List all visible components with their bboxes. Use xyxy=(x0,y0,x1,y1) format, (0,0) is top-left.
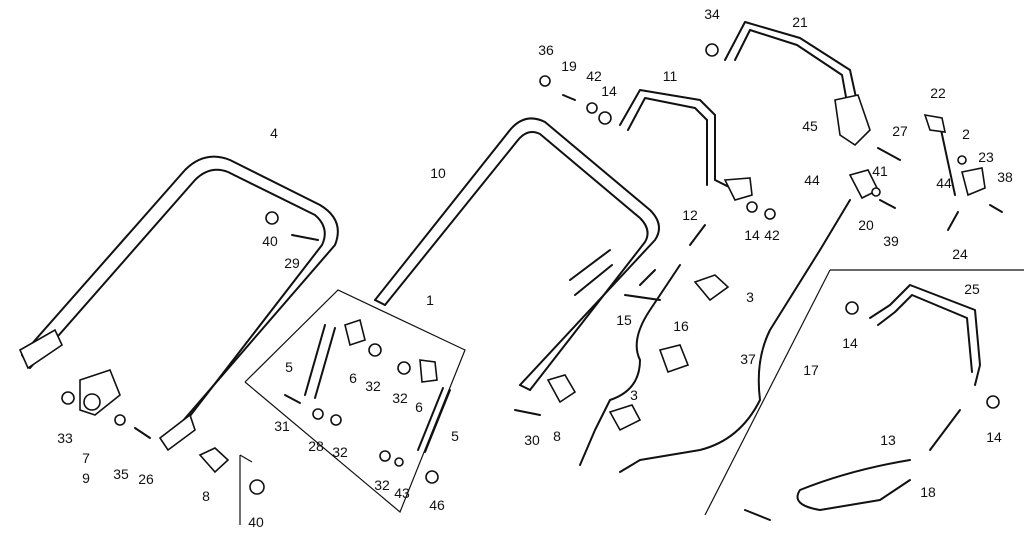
callout-32: 32 xyxy=(332,444,348,460)
callout-7: 7 xyxy=(82,450,90,466)
callout-24: 24 xyxy=(952,246,968,262)
callout-16: 16 xyxy=(673,318,689,334)
callout-6: 6 xyxy=(415,399,423,415)
callout-11: 11 xyxy=(662,68,678,84)
callout-42: 42 xyxy=(764,227,780,243)
callout-12: 12 xyxy=(682,207,698,223)
callout-40: 40 xyxy=(262,233,278,249)
callout-5: 5 xyxy=(285,359,293,375)
callout-23: 23 xyxy=(978,149,994,165)
cables xyxy=(579,199,851,473)
callout-35: 35 xyxy=(113,466,129,482)
callout-22: 22 xyxy=(930,85,946,101)
callout-31: 31 xyxy=(274,418,290,434)
callout-14: 14 xyxy=(986,429,1002,445)
upper-handle-11 xyxy=(539,75,776,220)
callout-38: 38 xyxy=(997,169,1013,185)
callout-14: 14 xyxy=(601,83,617,99)
callout-32: 32 xyxy=(365,378,381,394)
callout-15: 15 xyxy=(616,312,632,328)
callout-8: 8 xyxy=(553,428,561,444)
bail-21 xyxy=(705,21,901,161)
callout-4: 4 xyxy=(270,125,278,141)
control-linkage xyxy=(848,113,1003,231)
kit-1-box xyxy=(244,289,466,513)
callout-1: 1 xyxy=(426,292,434,308)
callout-26: 26 xyxy=(138,471,154,487)
callout-14: 14 xyxy=(842,335,858,351)
callout-32: 32 xyxy=(374,477,390,493)
callout-36: 36 xyxy=(538,42,554,58)
bail-25 xyxy=(744,284,1000,521)
callout-33: 33 xyxy=(57,430,73,446)
callout-6: 6 xyxy=(349,370,357,386)
callout-9: 9 xyxy=(82,470,90,486)
hardware-left xyxy=(61,211,319,525)
callout-39: 39 xyxy=(883,233,899,249)
callout-34: 34 xyxy=(704,6,720,22)
callout-42: 42 xyxy=(586,68,602,84)
callout-19: 19 xyxy=(561,58,577,74)
callout-46: 46 xyxy=(429,497,445,513)
callout-41: 41 xyxy=(872,163,888,179)
callout-44: 44 xyxy=(804,172,820,188)
lower-handle-10 xyxy=(374,117,660,416)
callout-43: 43 xyxy=(394,485,410,501)
callout-13: 13 xyxy=(880,432,896,448)
callout-14: 14 xyxy=(744,227,760,243)
callout-2: 2 xyxy=(962,126,970,142)
callout-17: 17 xyxy=(803,362,819,378)
callout-21: 21 xyxy=(792,14,808,30)
callout-10: 10 xyxy=(430,165,446,181)
upper-handle-4 xyxy=(18,155,339,452)
callout-40: 40 xyxy=(248,514,264,530)
callout-28: 28 xyxy=(308,438,324,454)
callout-30: 30 xyxy=(524,432,540,448)
callout-29: 29 xyxy=(284,255,300,271)
callout-44: 44 xyxy=(936,175,952,191)
callout-45: 45 xyxy=(802,118,818,134)
region-border xyxy=(704,269,1024,516)
callout-5: 5 xyxy=(451,428,459,444)
callout-3: 3 xyxy=(746,289,754,305)
callout-20: 20 xyxy=(858,217,874,233)
callout-32: 32 xyxy=(392,390,408,406)
callout-27: 27 xyxy=(892,123,908,139)
callout-3: 3 xyxy=(630,387,638,403)
callout-8: 8 xyxy=(202,488,210,504)
callout-18: 18 xyxy=(920,484,936,500)
callout-37: 37 xyxy=(740,351,756,367)
callout-25: 25 xyxy=(964,281,980,297)
